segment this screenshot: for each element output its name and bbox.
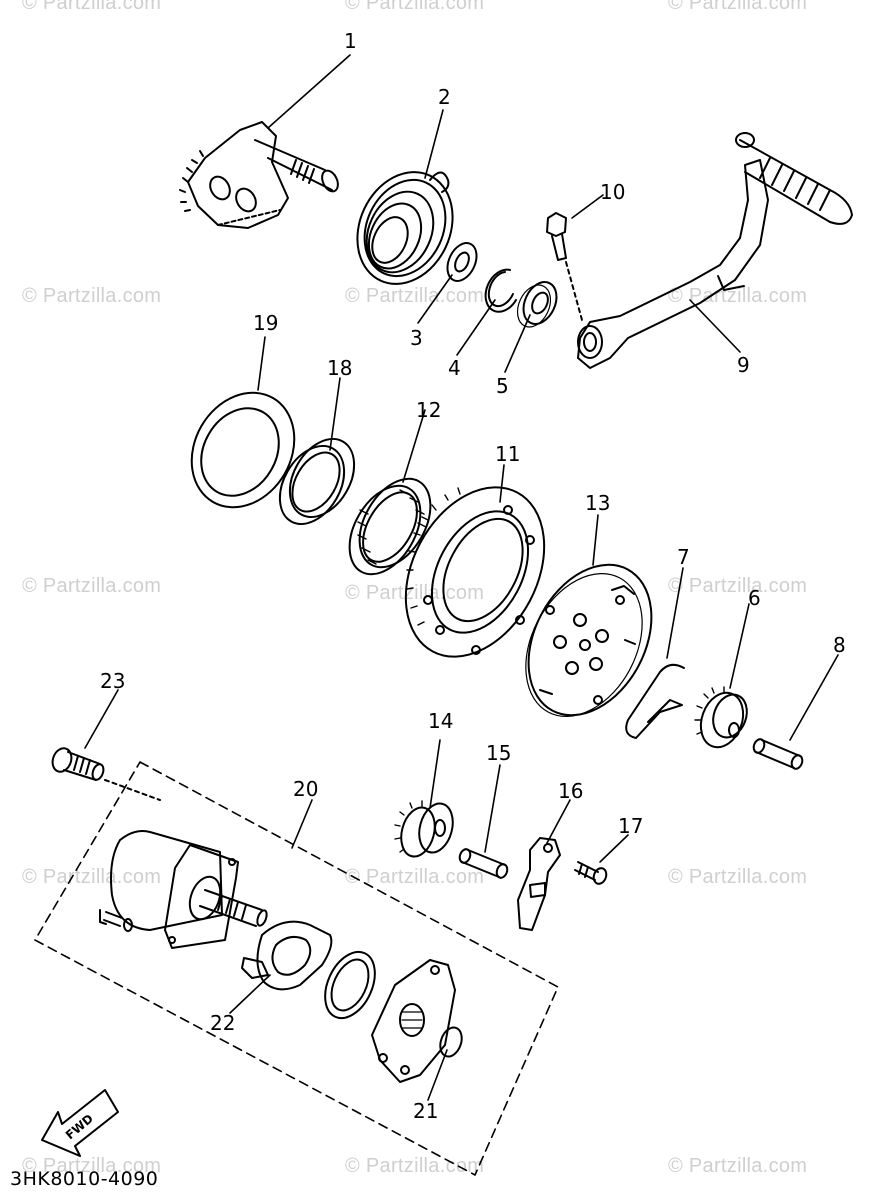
callout-label: 20 [293, 777, 318, 801]
kick-axle-icon [179, 121, 339, 229]
watermark: © Partzilla.com [22, 575, 162, 597]
washer-icon [446, 242, 478, 282]
watermark: © Partzilla.com [345, 582, 485, 604]
callout-label: 4 [448, 356, 461, 380]
callout-label: 21 [413, 1099, 438, 1123]
o-ring-icon [324, 950, 376, 1020]
circlip-icon [484, 268, 517, 313]
callout-label: 6 [748, 586, 761, 610]
watermark: © Partzilla.com [668, 575, 808, 597]
torsion-spring-icon [356, 171, 454, 285]
collar-icon [278, 438, 356, 525]
callout-label: 9 [737, 353, 750, 377]
callout-label: 3 [410, 326, 423, 350]
callout-label: 2 [438, 85, 451, 109]
callout-labels: 1 2 3 4 5 6 7 8 9 10 11 12 13 14 15 16 1… [100, 29, 846, 1123]
end-cover-icon [371, 959, 456, 1083]
idler-gear-icon [394, 800, 454, 858]
watermark: © Partzilla.com [668, 1155, 808, 1177]
watermark: © Partzilla.com [22, 285, 162, 307]
bolt-icon [51, 747, 161, 801]
watermark: © Partzilla.com [345, 0, 485, 14]
callout-label: 11 [495, 442, 520, 466]
watermark: © Partzilla.com [22, 0, 162, 14]
shaft-icon [752, 738, 804, 770]
watermark: © Partzilla.com [668, 0, 808, 14]
fwd-arrow-icon: FWD [41, 1089, 119, 1157]
clip-icon [625, 663, 685, 739]
one-way-clutch-icon [525, 563, 653, 718]
kick-crank-icon [577, 132, 853, 369]
watermark: © Partzilla.com [22, 1155, 162, 1177]
diagram-code: 3HK8010-4090 [10, 1168, 159, 1190]
callout-label: 13 [585, 491, 610, 515]
callout-label: 7 [677, 545, 690, 569]
washer-icon [190, 391, 296, 509]
watermark: © Partzilla.com [345, 285, 485, 307]
callout-label: 15 [486, 741, 511, 765]
callout-label: 5 [496, 374, 509, 398]
callout-label: 8 [833, 633, 846, 657]
callout-label: 22 [210, 1011, 235, 1035]
shaft-icon [458, 848, 509, 879]
needle-bearing-icon [348, 477, 432, 576]
watermark: © Partzilla.com [22, 866, 162, 888]
watermark: © Partzilla.com [668, 866, 808, 888]
callout-label: 19 [253, 311, 278, 335]
starter-motor-icon [34, 761, 559, 1176]
brush-holder-icon [241, 920, 333, 991]
plate-icon [517, 837, 561, 931]
callout-label: 18 [327, 356, 352, 380]
o-ring-icon [439, 1026, 463, 1058]
callout-label: 23 [100, 669, 125, 693]
callout-label: 16 [558, 779, 583, 803]
callout-label: 1 [344, 29, 357, 53]
gear-icon [694, 686, 748, 749]
callout-label: 10 [600, 180, 625, 204]
screw-icon [574, 861, 608, 885]
callout-label: 14 [428, 709, 453, 733]
bearing-icon [516, 281, 558, 328]
ring-gear-icon [404, 486, 546, 658]
callout-label: 12 [416, 398, 441, 422]
callout-label: 17 [618, 814, 643, 838]
bolt-icon [546, 212, 583, 321]
watermark: © Partzilla.com [345, 866, 485, 888]
